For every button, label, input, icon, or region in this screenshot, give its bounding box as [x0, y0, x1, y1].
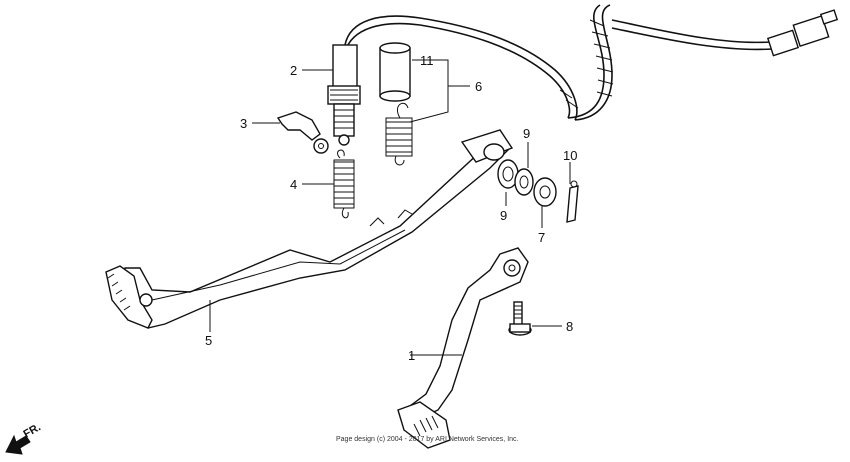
brake-pedal	[105, 129, 514, 329]
callout-labels: 1 2 3 4 5 6 7 8 9 9 10 11	[205, 53, 577, 363]
front-direction-arrow-icon: FR.	[5, 421, 43, 455]
switch-spring	[333, 149, 355, 219]
shift-pedal-bolt	[508, 301, 532, 336]
callout-7: 7	[538, 230, 545, 245]
switch-clip	[276, 111, 329, 154]
callout-11: 11	[420, 53, 434, 68]
callout-3: 3	[240, 116, 247, 131]
callout-1: 1	[408, 348, 415, 363]
callout-10: 10	[563, 148, 577, 163]
seals-and-washers	[497, 159, 579, 223]
direction-label: FR.	[22, 421, 43, 440]
copyright-footer: Page design (c) 2004 - 2017 by ARI Netwo…	[336, 436, 519, 443]
callout-9-upper: 9	[523, 126, 530, 141]
callout-8: 8	[566, 319, 573, 334]
callout-leaders	[209, 59, 571, 356]
switch-wire-harness	[344, 4, 839, 121]
callout-6: 6	[475, 79, 482, 94]
gearshift-pedal	[397, 247, 529, 449]
callout-9-lower: 9	[500, 208, 507, 223]
spring-sleeve	[379, 42, 411, 102]
pedal-return-spring	[385, 102, 413, 166]
rear-brake-switch	[327, 44, 361, 146]
callout-5: 5	[205, 333, 212, 348]
callout-2: 2	[290, 63, 297, 78]
callout-4: 4	[290, 177, 297, 192]
